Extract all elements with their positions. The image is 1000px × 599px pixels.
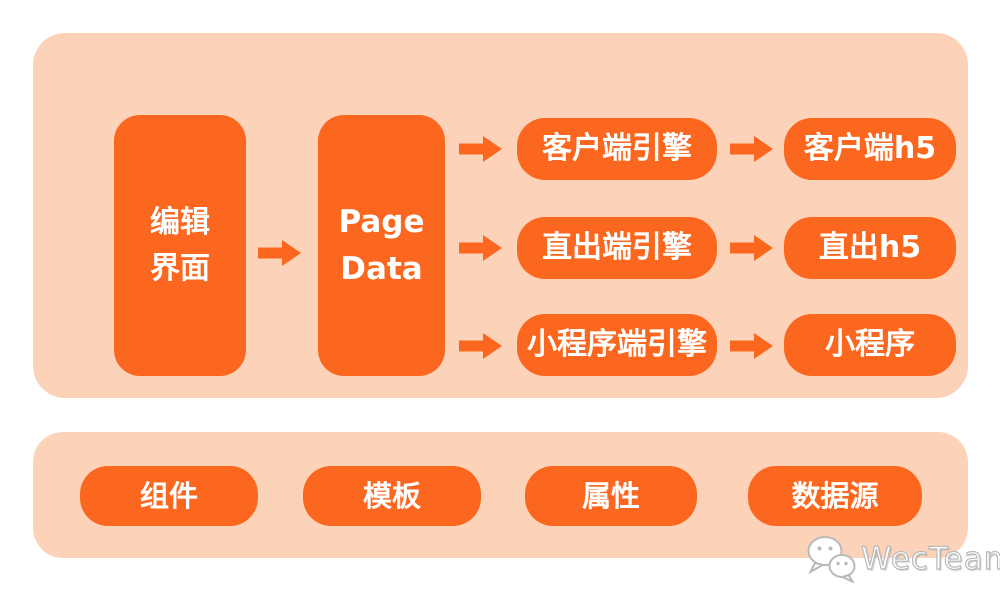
templates-chip: 模板	[303, 466, 481, 526]
watermark: WecTeam	[804, 535, 1000, 583]
arrow-right-icon	[459, 235, 502, 261]
ssr-h5-label: 直出h5	[818, 230, 922, 265]
page-data-label-line2: Data	[340, 250, 423, 287]
client-h5-box: 客户端h5	[784, 118, 956, 180]
components-chip: 组件	[80, 466, 258, 526]
properties-chip: 属性	[525, 466, 697, 526]
ssr-engine-label: 直出端引擎	[542, 230, 692, 265]
miniprogram-engine-box: 小程序端引擎	[517, 314, 717, 376]
arrow-right-icon	[459, 136, 502, 162]
arrow-right-icon	[459, 333, 502, 359]
arrow-right-icon	[730, 333, 773, 359]
datasource-chip: 数据源	[748, 466, 922, 526]
miniprogram-label: 小程序	[825, 327, 915, 362]
editor-box-label-line1: 编辑	[150, 204, 210, 240]
arrow-right-icon	[730, 136, 773, 162]
miniprogram-engine-label: 小程序端引擎	[527, 327, 707, 362]
ssr-h5-box: 直出h5	[784, 217, 956, 279]
client-engine-box: 客户端引擎	[517, 118, 717, 180]
client-h5-label: 客户端h5	[803, 131, 937, 166]
miniprogram-box: 小程序	[784, 314, 956, 376]
ssr-engine-box: 直出端引擎	[517, 217, 717, 279]
editor-box: 编辑 界面	[114, 115, 246, 376]
templates-label: 模板	[362, 478, 421, 513]
watermark-label: WecTeam	[860, 540, 1000, 577]
pipeline-panel: 编辑 界面 Page Data 客户端引擎 客户端h5 直出端引擎	[33, 33, 968, 398]
client-engine-label: 客户端引擎	[542, 131, 692, 166]
arrow-right-icon	[730, 235, 773, 261]
wechat-logo-icon	[804, 535, 856, 583]
editor-box-label-line2: 界面	[150, 250, 210, 286]
datasource-label: 数据源	[791, 478, 879, 513]
components-label: 组件	[139, 478, 198, 513]
properties-label: 属性	[581, 478, 640, 513]
page-data-box: Page Data	[318, 115, 445, 376]
arrow-right-icon	[258, 240, 301, 266]
page-data-label-line1: Page	[338, 203, 425, 240]
